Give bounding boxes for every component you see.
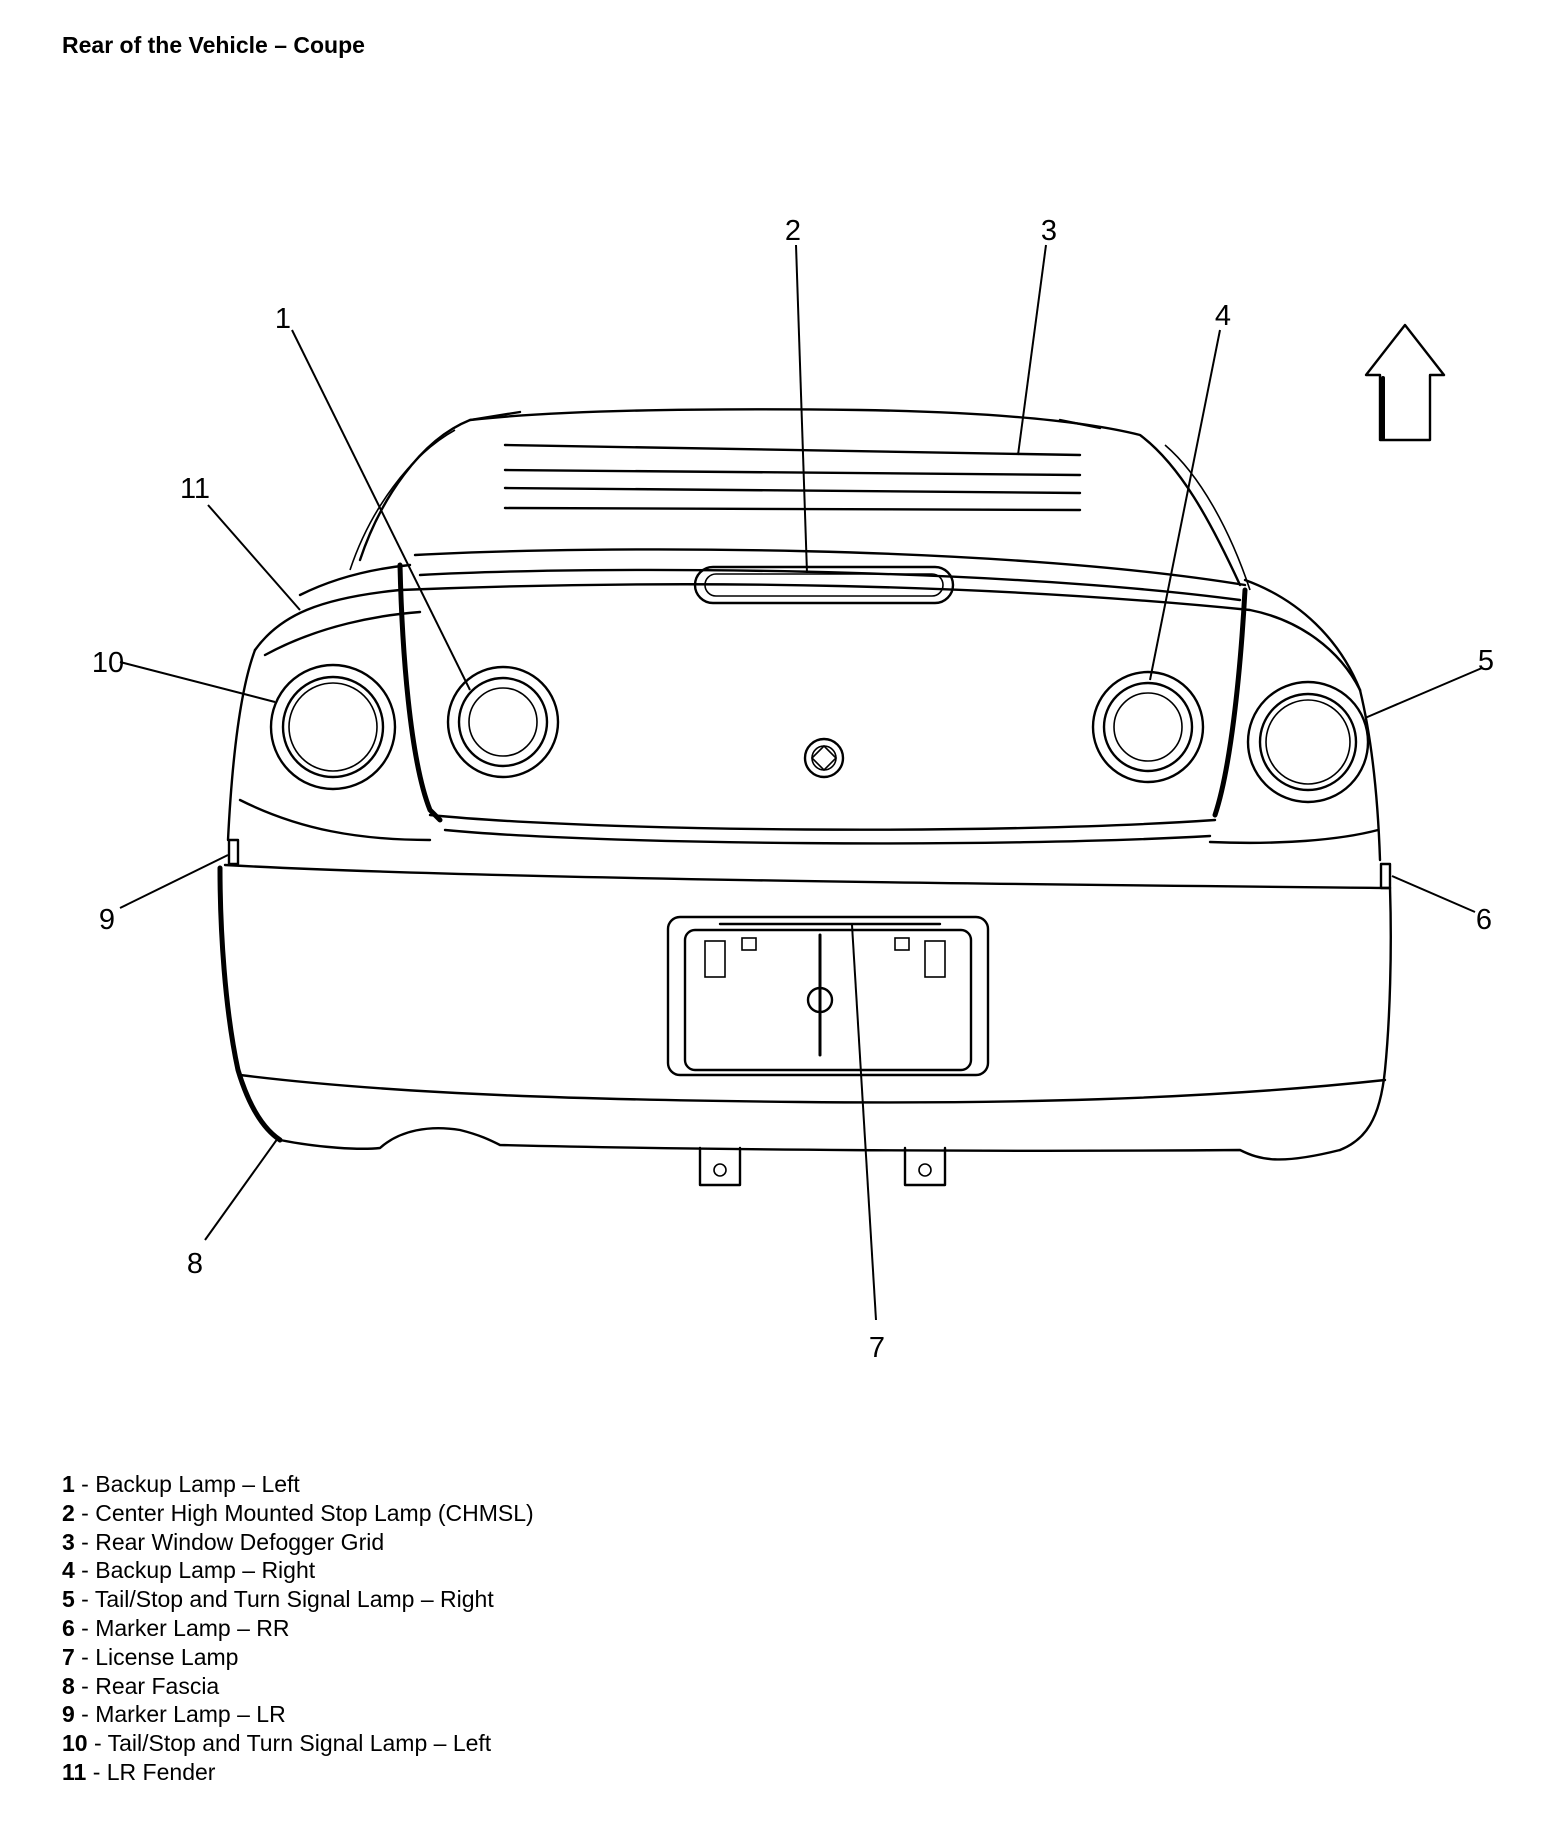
- leader-lines: [119, 244, 1483, 1321]
- rear-fascia: [217, 863, 1392, 1161]
- legend-item: 4 - Backup Lamp – Right: [62, 1557, 316, 1584]
- backup-lamp-left: [446, 665, 560, 779]
- legend-item: 3 - Rear Window Defogger Grid: [62, 1528, 385, 1555]
- legend-item: 8 - Rear Fascia: [62, 1672, 220, 1699]
- license-plate-recess: [666, 915, 990, 1077]
- callout-labels: 1 2 3 4 5 6 7 8 9 10 11: [92, 215, 1494, 1364]
- callout-5: 5: [1478, 645, 1494, 677]
- tow-hooks: [698, 1146, 947, 1187]
- page-title: Rear of the Vehicle – Coupe: [62, 32, 365, 58]
- forward-arrow-icon: [1364, 323, 1446, 442]
- license-lamp: [718, 922, 942, 951]
- legend-item: 2 - Center High Mounted Stop Lamp (CHMSL…: [62, 1499, 534, 1526]
- legend-item: 1 - Backup Lamp – Left: [62, 1471, 300, 1497]
- callout-7: 7: [869, 1332, 885, 1364]
- rear-window: [349, 408, 1251, 591]
- legend-item: 9 - Marker Lamp – LR: [62, 1701, 286, 1728]
- marker-lamp-lr: [227, 838, 240, 866]
- decklid-panel: [397, 562, 1248, 845]
- legend-item: 11 - LR Fender: [62, 1758, 216, 1785]
- body-sides: [226, 648, 1382, 862]
- tail-lamp-left: [269, 663, 397, 791]
- legend-item: 6 - Marker Lamp – RR: [62, 1614, 290, 1641]
- callout-4: 4: [1215, 300, 1231, 332]
- callout-8: 8: [187, 1248, 203, 1280]
- parts-legend: 1 - Backup Lamp – Left 2 - Center High M…: [62, 1470, 534, 1787]
- vehicle-rear-diagram: 1 2 3 4 5 6 7 8 9 10 11: [92, 215, 1494, 1364]
- legend-item: 5 - Tail/Stop and Turn Signal Lamp – Rig…: [62, 1586, 494, 1613]
- callout-6: 6: [1476, 904, 1492, 936]
- legend-item: 10 - Tail/Stop and Turn Signal Lamp – Le…: [62, 1730, 492, 1757]
- callout-9: 9: [99, 904, 115, 936]
- callout-1: 1: [275, 303, 291, 335]
- callout-10: 10: [92, 647, 124, 679]
- callout-11: 11: [180, 473, 210, 505]
- callout-2: 2: [785, 215, 801, 247]
- chmsl-lamp: [693, 565, 955, 605]
- callout-3: 3: [1041, 215, 1057, 247]
- defogger-grid: [503, 443, 1082, 512]
- backup-lamp-right: [1091, 670, 1205, 784]
- tail-lamp-right: [1246, 680, 1370, 804]
- marker-lamp-rr: [1379, 862, 1392, 890]
- legend-item: 7 - License Lamp: [62, 1643, 239, 1670]
